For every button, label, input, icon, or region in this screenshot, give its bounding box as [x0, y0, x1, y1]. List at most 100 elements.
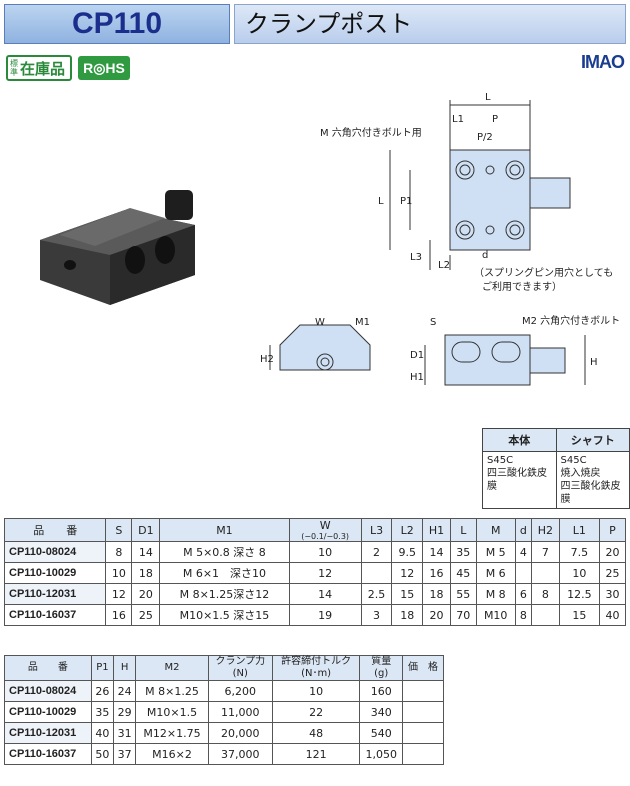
note-d-2: ご利用できます）: [482, 280, 562, 293]
table-cell: 35: [90, 701, 114, 723]
part-number-cell: CP110-10029: [3, 562, 107, 584]
table-cell: 4: [514, 541, 533, 563]
table-cell: M 8×1.25深さ12: [159, 583, 290, 605]
table-cell: 10: [271, 680, 361, 702]
dim-P1: P1: [400, 196, 412, 207]
table-cell: M 5×0.8 深さ 8: [159, 541, 290, 563]
table-cell: 8: [531, 583, 560, 605]
material-header-shaft: シャフト: [555, 428, 630, 452]
table-cell: 14: [131, 541, 161, 563]
table-cell: 7.5: [558, 541, 600, 563]
table-cell: 20,000: [207, 722, 273, 744]
table-cell: 10: [105, 562, 133, 584]
table-cell: M 6: [475, 562, 516, 584]
col-d: d: [514, 518, 533, 542]
table-cell: 121: [271, 743, 361, 765]
table-cell: M10×1.5 深さ15: [159, 604, 290, 626]
dim-S: S: [430, 317, 436, 328]
model-number: CP110: [4, 4, 230, 44]
table-cell: M 5: [475, 541, 516, 563]
table-cell: 340: [359, 701, 404, 723]
dim-P-half: P/2: [477, 132, 493, 143]
material-shaft: S45C 焼入焼戻 四三酸化鉄皮膜: [555, 451, 630, 509]
table-cell: M 8×1.25: [135, 680, 209, 702]
col-H1: H1: [422, 518, 451, 542]
col-M: M: [475, 518, 516, 542]
table-cell: M16×2: [135, 743, 209, 765]
dim-W: W: [315, 317, 325, 328]
material-body-line: 四三酸化鉄皮膜: [487, 468, 547, 492]
table-cell: M10×1.5: [135, 701, 209, 723]
table-cell: 3: [360, 604, 393, 626]
table-cell: 16: [422, 562, 451, 584]
note-d-1: （スプリングピン用穴としても: [474, 266, 613, 279]
table-cell: 12: [391, 562, 424, 584]
dim-L-side: L: [378, 196, 384, 207]
spec-table-1: 品 番 S D1 M1 W(−0.1/−0.3) L3 L2 H1 L M d …: [3, 518, 627, 626]
material-body-line: S45C: [487, 455, 514, 466]
material-header-body: 本体: [482, 428, 557, 452]
dim-L3: L3: [410, 252, 422, 263]
part-number-cell: CP110-12031: [3, 583, 107, 605]
col-P: P: [598, 518, 627, 542]
table-cell: 18: [391, 604, 424, 626]
col-L1: L1: [558, 518, 600, 542]
stock-badge-small: 標準: [10, 59, 18, 77]
table-cell: 1,050: [359, 743, 404, 765]
technical-drawing: L L1 P P/2 M 六角穴付きボルト用 P1 L L3 L2 d （スプリ…: [260, 92, 620, 386]
page-header: CP110 クランプポスト: [4, 4, 626, 44]
table-cell: 25: [131, 604, 161, 626]
table-cell: M 6×1 深さ10: [159, 562, 290, 584]
brand-logo: IMAO: [581, 52, 625, 72]
spec-table-2: 品 番 P1 H M2 クランプ力(N) 許容締付トルク(N･m) 質量(g) …: [4, 655, 444, 765]
material-shaft-line: 焼入焼戻: [560, 468, 601, 479]
col-clamp-force: クランプ力(N): [207, 655, 273, 681]
table-cell: 16: [105, 604, 133, 626]
table-cell: 40: [598, 604, 627, 626]
part-number-cell: CP110-12031: [4, 722, 92, 744]
table-cell: 55: [449, 583, 477, 605]
stock-badge: 標準 在庫品: [6, 55, 72, 81]
material-shaft-line: 四三酸化鉄皮膜: [560, 481, 621, 505]
part-number-cell: CP110-08024: [4, 680, 92, 702]
table-cell: 35: [449, 541, 477, 563]
table-cell: 20: [598, 541, 627, 563]
col-P1: P1: [90, 655, 114, 681]
table-cell: [531, 562, 560, 584]
table-cell: 160: [359, 680, 404, 702]
col-L2: L2: [391, 518, 424, 542]
table-cell: M12×1.75: [135, 722, 209, 744]
col-S: S: [105, 518, 133, 542]
product-photo: [40, 190, 195, 305]
dim-d: d: [482, 250, 488, 261]
dim-M1: M1: [355, 317, 370, 328]
table-cell: 12: [105, 583, 133, 605]
table-cell: 37: [112, 743, 137, 765]
table-cell: 24: [112, 680, 137, 702]
table-cell: 19: [288, 604, 362, 626]
col-M1: M1: [159, 518, 290, 542]
table-cell: 18: [131, 562, 161, 584]
table-cell: M 8: [475, 583, 516, 605]
table-cell: 8: [514, 604, 533, 626]
col-clamp-force-label: クランプ力: [215, 656, 266, 667]
dim-L2: L2: [438, 260, 450, 271]
table-cell: [402, 680, 444, 702]
col-torque: 許容締付トルク(N･m): [271, 655, 361, 681]
note-m2-bolt: M2 六角穴付きボルト: [522, 314, 620, 327]
table-cell: 15: [558, 604, 600, 626]
table-cell: [531, 604, 560, 626]
col-L: L: [449, 518, 477, 542]
col-H2: H2: [531, 518, 560, 542]
table-cell: [514, 562, 533, 584]
table-cell: 20: [131, 583, 161, 605]
table-cell: [360, 562, 393, 584]
material-shaft-line: S45C: [560, 455, 587, 466]
table-cell: 22: [271, 701, 361, 723]
table-cell: 2: [360, 541, 393, 563]
table-cell: [402, 743, 444, 765]
